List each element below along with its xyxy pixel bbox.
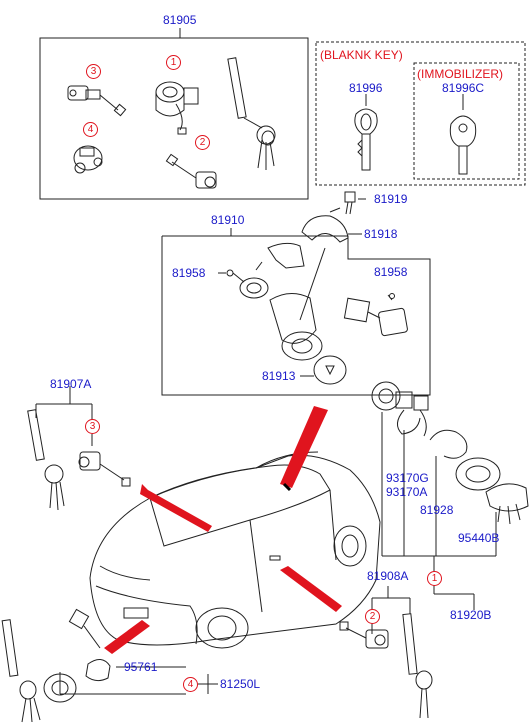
- part-number-95761: 95761: [124, 660, 158, 674]
- door-lock-cylinder-part: [67, 85, 127, 117]
- part-number-93170a: 93170A: [386, 485, 428, 499]
- coil-81928: [429, 429, 501, 491]
- part-number-81918: 81918: [364, 227, 398, 241]
- door-lock-cylinder-2-part: [165, 153, 217, 189]
- lock-set-frame: [39, 37, 309, 200]
- part-number-81905: 81905: [163, 13, 197, 27]
- part-number-95440b: 95440B: [458, 531, 500, 545]
- immobilizer-label: (IMMOBILIZER): [417, 67, 503, 81]
- trunk-lock-cylinder-part: [73, 145, 103, 174]
- screw-81958-right: [387, 293, 395, 301]
- bolt-81919: [329, 191, 366, 215]
- trunk-cylinder-81250l: [1, 608, 111, 723]
- part-number-81919: 81919: [374, 192, 408, 206]
- immobilizer-key-part: [449, 94, 477, 175]
- blank-key-part: [354, 94, 378, 171]
- callout-2: 2: [195, 135, 210, 150]
- callout-4-lower: 4: [183, 677, 198, 692]
- callout-3: 3: [86, 64, 101, 79]
- immobilizer-frame: [413, 62, 520, 180]
- ignition-lock-cylinder-part: [155, 81, 199, 135]
- part-number-93170g: 93170G: [386, 471, 429, 485]
- part-number-81958-left: 81958: [172, 266, 206, 280]
- door-cylinder-81908a: [339, 613, 433, 719]
- part-number-81250l: 81250L: [220, 677, 261, 691]
- lock-switch-93170: [371, 381, 429, 437]
- switch-body: [239, 247, 408, 361]
- connector-part: [255, 242, 305, 271]
- part-number-81913: 81913: [262, 369, 296, 383]
- part-number-81996c: 81996C: [442, 81, 485, 95]
- part-number-81910: 81910: [211, 213, 245, 227]
- bracket-81918: [301, 215, 362, 243]
- cap-81913: [300, 355, 347, 385]
- screw-81958-left: [218, 269, 245, 283]
- part-number-81907a: 81907A: [50, 377, 92, 391]
- door-cylinder-81907a: [27, 409, 131, 511]
- part-number-81920b: 81920B: [450, 608, 492, 622]
- part-number-81996: 81996: [349, 81, 383, 95]
- car-body-illustration: [89, 451, 381, 649]
- part-number-81958-right: 81958: [374, 265, 408, 279]
- part-number-81928: 81928: [420, 503, 454, 517]
- callout-2-lower: 2: [365, 609, 380, 624]
- key-blank-frame: [315, 41, 526, 186]
- part-number-81908a: 81908A: [367, 569, 409, 583]
- pointer-arrows: [104, 406, 342, 654]
- immobilizer-unit-95440: [485, 483, 529, 525]
- callout-3-lower: 3: [85, 419, 100, 434]
- callout-1: 1: [166, 55, 181, 70]
- ignition-frame: [161, 235, 431, 396]
- callout-1-lower: 1: [427, 571, 442, 586]
- blank-key-label: (BLAKNK KEY): [320, 48, 403, 62]
- key-with-remote-part: [227, 57, 276, 170]
- callout-4: 4: [83, 122, 98, 137]
